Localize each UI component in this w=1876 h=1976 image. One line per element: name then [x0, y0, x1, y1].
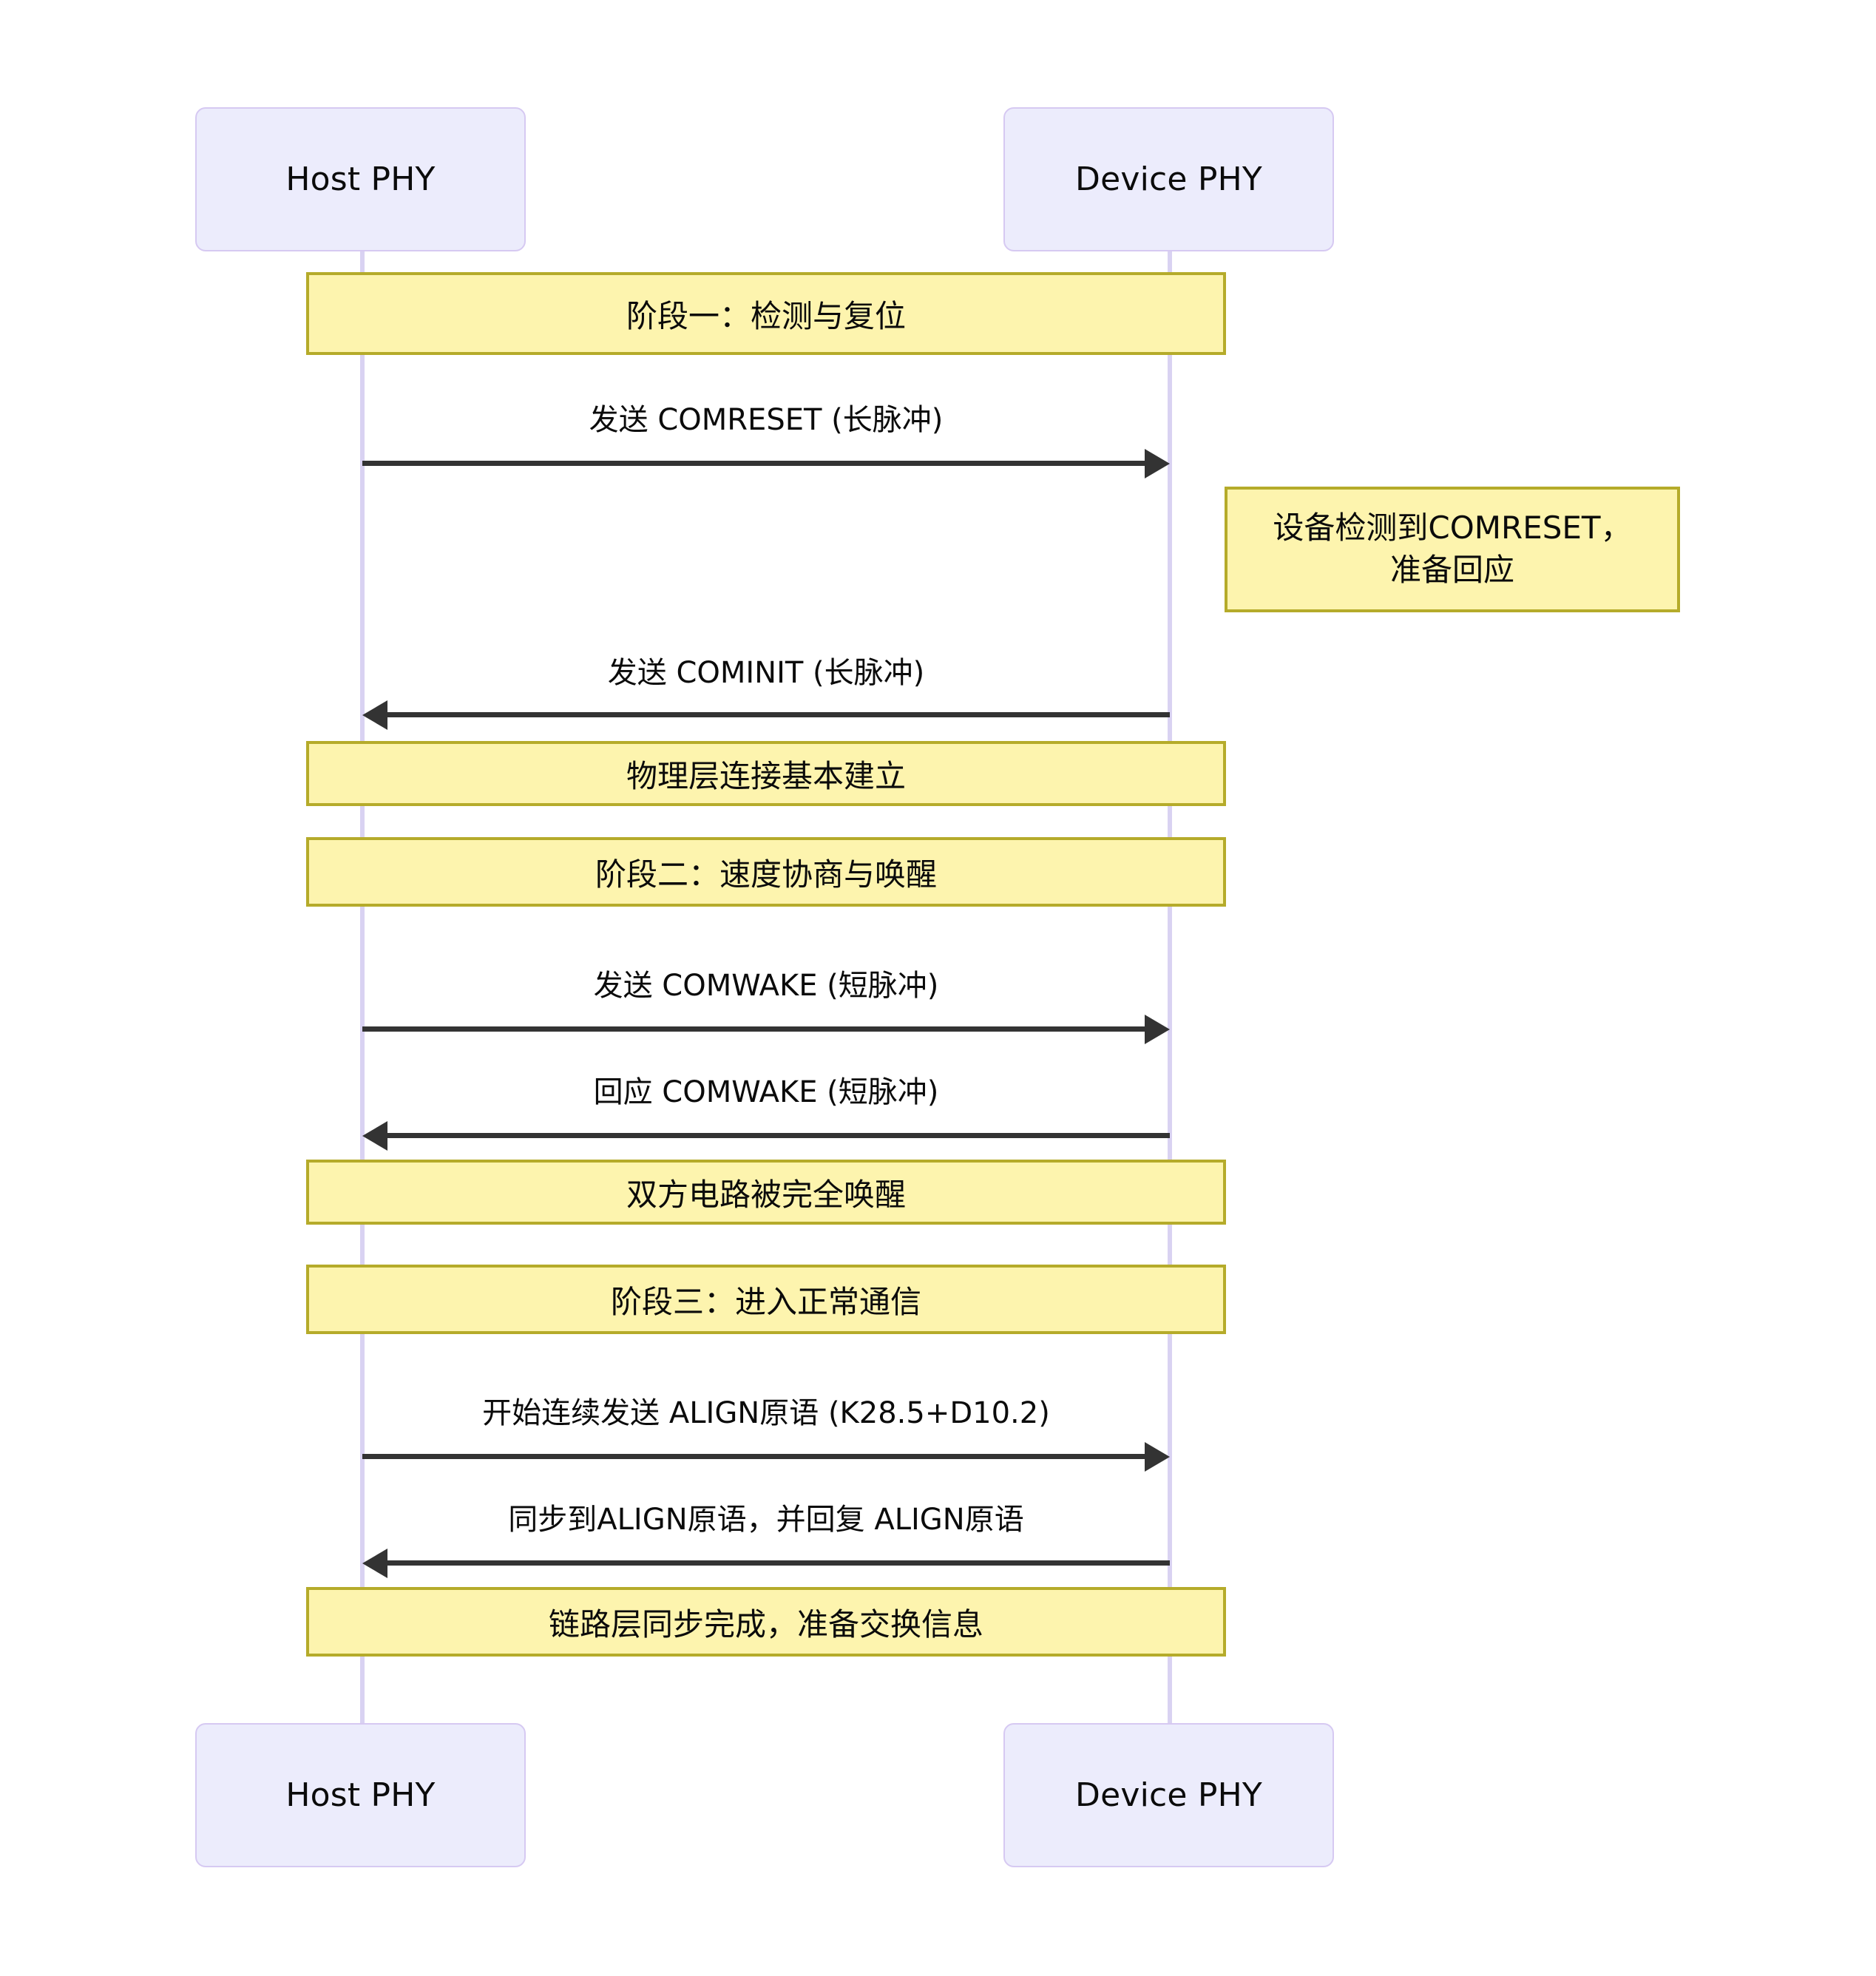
note-device-detect-comreset: 设备检测到COMRESET， 准备回应: [1225, 487, 1680, 612]
message-comreset-label: 发送 COMRESET (长脉冲): [589, 403, 944, 437]
message-align-reply-arrowhead: [362, 1549, 387, 1578]
divider-both-awake: 双方电路被完全唤醒: [306, 1160, 1226, 1225]
participant-device-top[interactable]: Device PHY: [1003, 107, 1334, 251]
divider-phase1: 阶段一：检测与复位: [306, 272, 1226, 355]
message-comreset-line: [362, 461, 1145, 466]
message-comwake-rsp-line: [387, 1133, 1170, 1138]
lifeline-device: [1168, 251, 1172, 1730]
divider-both-awake-label: 双方电路被完全唤醒: [626, 1176, 906, 1213]
message-align-reply-label: 同步到ALIGN原语，并回复 ALIGN原语: [508, 1503, 1024, 1537]
divider-link-sync-done: 链路层同步完成，准备交换信息: [306, 1587, 1226, 1657]
message-align-send-line: [362, 1454, 1145, 1459]
divider-phase2-label: 阶段二：速度协商与唤醒: [595, 856, 937, 893]
participant-device-bottom-label: Device PHY: [1075, 1776, 1262, 1814]
participant-device-bottom[interactable]: Device PHY: [1003, 1723, 1334, 1867]
participant-host-bottom-label: Host PHY: [285, 1776, 436, 1814]
message-comwake-req-label: 发送 COMWAKE (短脉冲): [593, 969, 939, 1003]
divider-link-sync-done-label: 链路层同步完成，准备交换信息: [548, 1606, 983, 1642]
divider-phy-link-established: 物理层连接基本建立: [306, 741, 1226, 806]
participant-host-top[interactable]: Host PHY: [195, 107, 526, 251]
lifeline-host: [360, 251, 365, 1730]
participant-device-top-label: Device PHY: [1075, 160, 1262, 198]
divider-phase3-label: 阶段三：进入正常通信: [610, 1283, 921, 1320]
divider-phase2: 阶段二：速度协商与唤醒: [306, 837, 1226, 907]
divider-phy-link-established-label: 物理层连接基本建立: [626, 757, 906, 794]
message-comreset-arrowhead: [1145, 449, 1170, 478]
note-device-detect-comreset-label: 设备检测到COMRESET， 准备回应: [1273, 510, 1632, 588]
message-cominit-label: 发送 COMINIT (长脉冲): [607, 656, 925, 690]
message-comwake-req-arrowhead: [1145, 1015, 1170, 1044]
message-comwake-rsp-arrowhead: [362, 1121, 387, 1151]
message-comwake-rsp-label: 回应 COMWAKE (短脉冲): [593, 1075, 939, 1109]
divider-phase3: 阶段三：进入正常通信: [306, 1265, 1226, 1334]
message-comwake-req-line: [362, 1026, 1145, 1032]
participant-host-top-label: Host PHY: [285, 160, 436, 198]
divider-phase1-label: 阶段一：检测与复位: [626, 297, 906, 334]
message-align-send-label: 开始连续发送 ALIGN原语 (K28.5+D10.2): [482, 1396, 1050, 1430]
message-align-reply-line: [387, 1560, 1170, 1566]
participant-host-bottom[interactable]: Host PHY: [195, 1723, 526, 1867]
message-cominit-line: [387, 712, 1170, 717]
message-align-send-arrowhead: [1145, 1442, 1170, 1472]
message-cominit-arrowhead: [362, 700, 387, 730]
